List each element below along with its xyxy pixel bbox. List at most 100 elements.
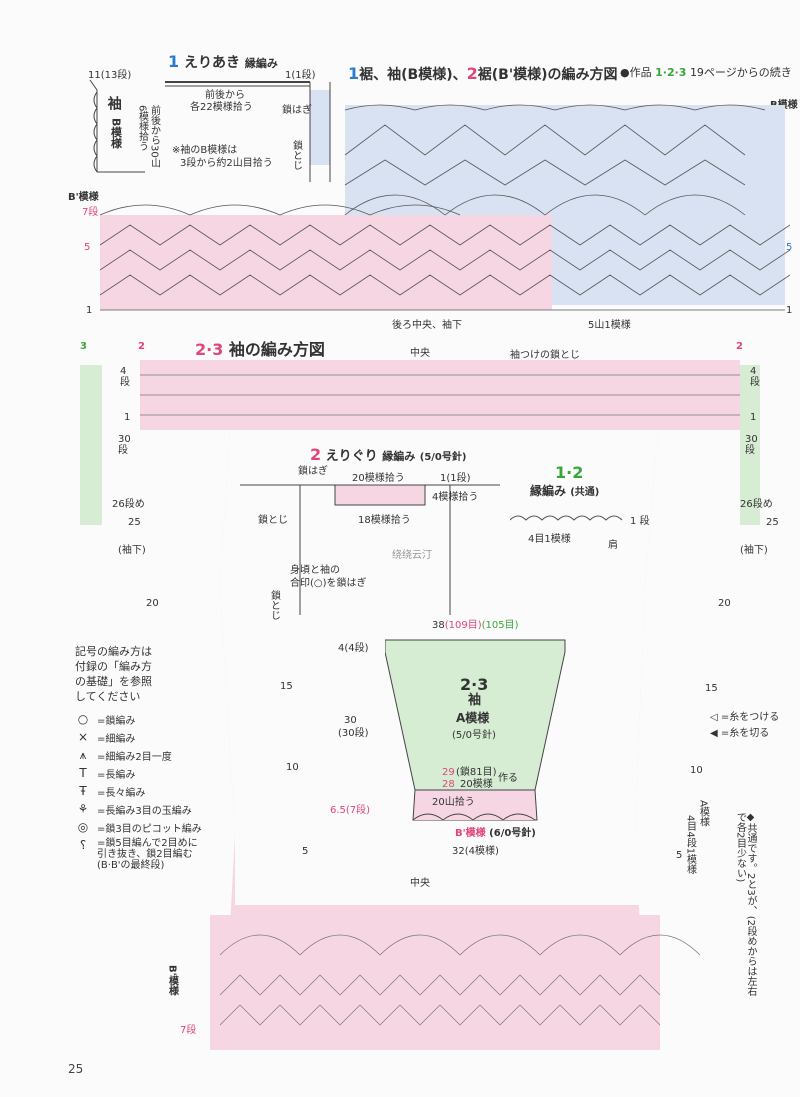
sleeve-center-bottom: 中央 [410,878,430,889]
hem-left-row7-unit: 段 [88,207,99,218]
edge-one-pattern: 4目1模様 [528,534,571,545]
hem-title-part2: 裾(B'模様)の編み方図 [477,67,618,83]
schematic-height-rows: (30段) [338,728,369,739]
sleeve-left-row1: 1 [124,412,131,423]
schematic-start-28: 28 [442,779,455,790]
schematic-width-bottom: 32(4模様) [452,846,499,857]
schematic-pick-20: 20山拾う [432,797,475,808]
sleeve-title-nums: 2·3 [195,340,224,359]
yarn-cut: ◀ =糸を切る [710,728,769,739]
collar-label-rows: 11(13段) [88,70,132,81]
schematic-start-chain2: 20模様 [460,779,493,790]
neck-row1: 1(1段) [440,473,471,484]
neck-pick-4: 4模様拾う [432,492,479,503]
sleeve-left-row20: 20 [146,598,159,609]
sleeve-left-row4-unit: 段 [120,377,130,388]
stitch-symbol-icon: Ŧ [79,784,87,799]
sleeve-chart-title: 2·3 袖の編み方図 [195,336,325,360]
legend-last-text: =鎖5目編んで2目めに 引き抜き、鎖2目編む (B·B'の最終段) [97,838,198,871]
hem-left-label: B'模様 [68,192,99,203]
edge-row1-unit: 段 [639,516,650,527]
yarn-cut-icon: ◀ [710,728,718,739]
legend-last-2: 引き抜き、鎖2目編む [97,849,193,861]
sleeve-left-row25: 25 [128,517,141,528]
edge-shoulder: 肩 [608,540,618,551]
neck-pick-18: 18模様拾う [358,515,411,526]
sleeve-left-row30-num: 30 [118,434,131,445]
sleeve-right-row5: 5 [676,850,683,861]
sleeve-left-pink-num: 2 [138,341,145,352]
collar-note-1: ※袖のB模様は [172,145,238,156]
stitch-symbol-icon: ⩚ [79,747,87,762]
neck-chain-close: 鎖とじ [258,515,288,526]
schematic-b-label: B'模様 [455,828,486,839]
hem-right-row5: 5 [786,242,793,253]
legend-item: ⚘=長編み3目の玉編み [75,800,245,818]
legend-item: ○ =鎖編み [75,710,245,728]
sleeve-left-row4-num: 4 [120,366,127,377]
neck-title: 2 えりぐり 縁編み (5/0号針) [310,445,466,464]
collar-schematic [89,79,331,182]
legend-intro-4: してください [75,689,141,703]
sleeve-right-row4-unit: 段 [750,377,760,388]
collar-label-1row: 1(1段) [285,70,316,81]
work-note-suffix: 19ページからの続き [689,66,792,79]
sleeve-a-pattern: A模様 [697,800,709,827]
neck-schematic [240,484,500,615]
hem-left-row1: 1 [86,305,93,316]
legend-item-label: =細編み2目一度 [97,751,172,763]
hem-title-num1: 1 [348,64,360,83]
hem-chart-title: 1裾、袖(B模様)、2裾(B'模様)の編み方図 [348,64,618,84]
stitch-symbol-icon: ○ [77,712,89,727]
hem-five-mountain: 5山1模様 [588,320,631,331]
schematic-nums: 2·3 [460,675,489,694]
hem-left-row5: 5 [84,242,91,253]
schematic-width-top-num: 38 [432,620,445,631]
work-note: ●作品 1·2·3 19ページからの続き [620,66,792,79]
sleeve-title-text: 袖の編み方図 [228,340,325,359]
schematic-shape [385,639,566,821]
sleeve-right-row25: 25 [766,517,779,528]
collar-title-num: 1 [168,52,180,71]
legend-item-label: =長編み [97,769,136,781]
work-note-nums: 1·2·3 [655,66,687,79]
collar-front-back-pick: 前後から [205,90,245,101]
schematic-sleeve: 袖 [468,693,482,708]
edge-title-sub: (共通) [570,487,600,498]
collar-title-text: えりあき [184,55,241,71]
edge-row1: 1 段 [630,516,650,527]
picot-chain-icon: ⸮ [79,838,87,853]
legend-item-label: =長々編み [97,787,146,799]
schematic-b-label-line: B'模様 (6/0号針) [455,828,536,839]
schematic-b-height: 6.5(7段) [330,805,371,816]
sleeve-right-underarm: (袖下) [740,545,768,556]
collar-title: 1 えりあき 縁編み [168,52,278,72]
neck-match-mark: 合印(○)を鎖はぎ [290,578,367,589]
schematic-rows-top: 4(4段) [338,643,369,654]
legend-item-label: =長編み3目の玉編み [97,805,192,817]
legend-item-label: =鎖編み [97,715,136,727]
legend-intro-2: 付録の「編み方 [75,659,152,673]
neck-title-text: えりぐり [325,449,378,464]
legend-intro-1: 記号の編み方は [75,645,152,658]
yarn-attach: ◁ =糸をつける [710,712,779,723]
yarn-attach-label: =糸をつける [720,712,780,723]
sleeve-left-row26: 26段め [112,499,145,510]
sleeve-left-row15: 15 [280,681,293,692]
edge-title-line2: 縁編み (共通) [530,484,600,498]
stitch-symbol-icon: T [79,766,87,781]
neck-chain-close2: 鎖とじ [268,590,280,620]
collar-sleeve-label: 袖 [105,96,122,110]
collar-each-22: 各22模様拾う [190,102,253,113]
legend-item: T =長編み [75,764,245,782]
legend-item-label: =鎖3目のピコット編み [97,823,202,835]
sleeve-right-row30-unit: 段 [745,445,755,456]
collar-note-2: 3段から約2山目拾う [180,158,273,169]
sleeve-center: 中央 [410,348,430,359]
neck-chain-join: 鎖はぎ [298,466,328,477]
schematic-width-top-green: (105目) [481,620,519,631]
sleeve-right-row30-num: 30 [745,434,758,445]
schematic-needle-a: (5/0号針) [452,730,496,741]
